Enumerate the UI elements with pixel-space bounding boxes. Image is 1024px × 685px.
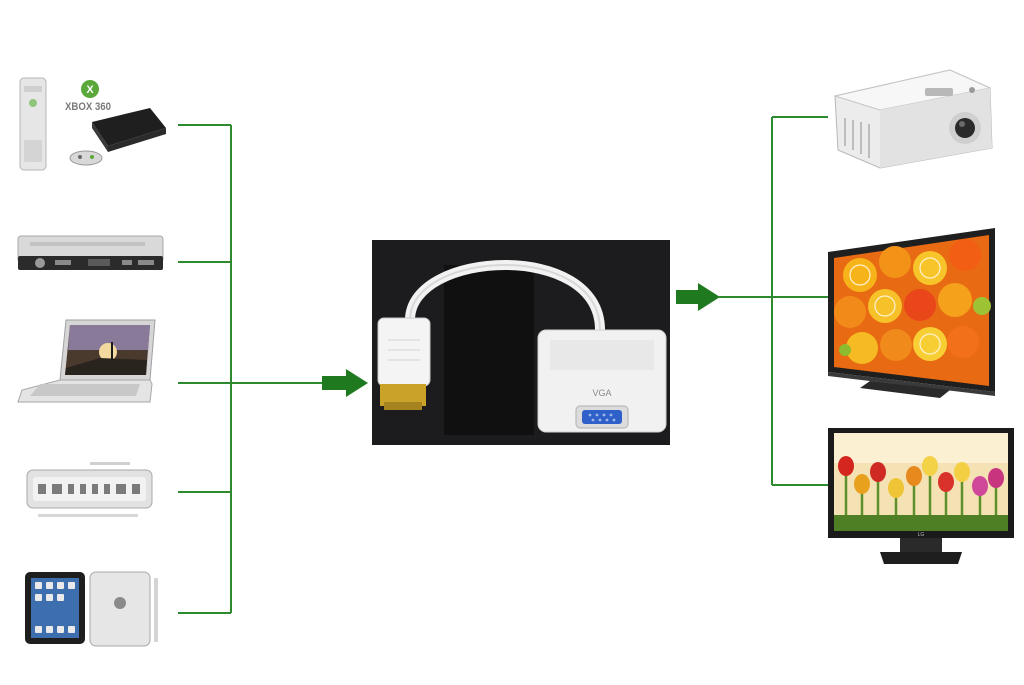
xbox-360-and-playstation-icon: X XBOX 360 [19, 77, 166, 171]
hdmi-to-vga-adapter-icon: VGA [372, 240, 670, 445]
output-connector-lines [718, 116, 828, 486]
set-top-box-icon [17, 235, 164, 270]
xbox-logo-text: XBOX 360 [65, 101, 111, 113]
laptop-icon [17, 319, 156, 403]
monitor-with-tulips-image-icon: LG [828, 428, 1014, 564]
arrow-into-adapter-icon [322, 369, 368, 397]
projector-icon [833, 69, 993, 169]
vga-port-label: VGA [592, 388, 611, 398]
ipad-icon [25, 571, 158, 647]
svg-text:X: X [86, 84, 94, 96]
source-connector-lines [178, 124, 330, 614]
tv-with-citrus-image-icon [828, 228, 995, 398]
monitor-brand-text: LG [918, 532, 925, 538]
mac-mini-icon [26, 462, 153, 517]
arrow-out-of-adapter-icon [676, 283, 720, 311]
